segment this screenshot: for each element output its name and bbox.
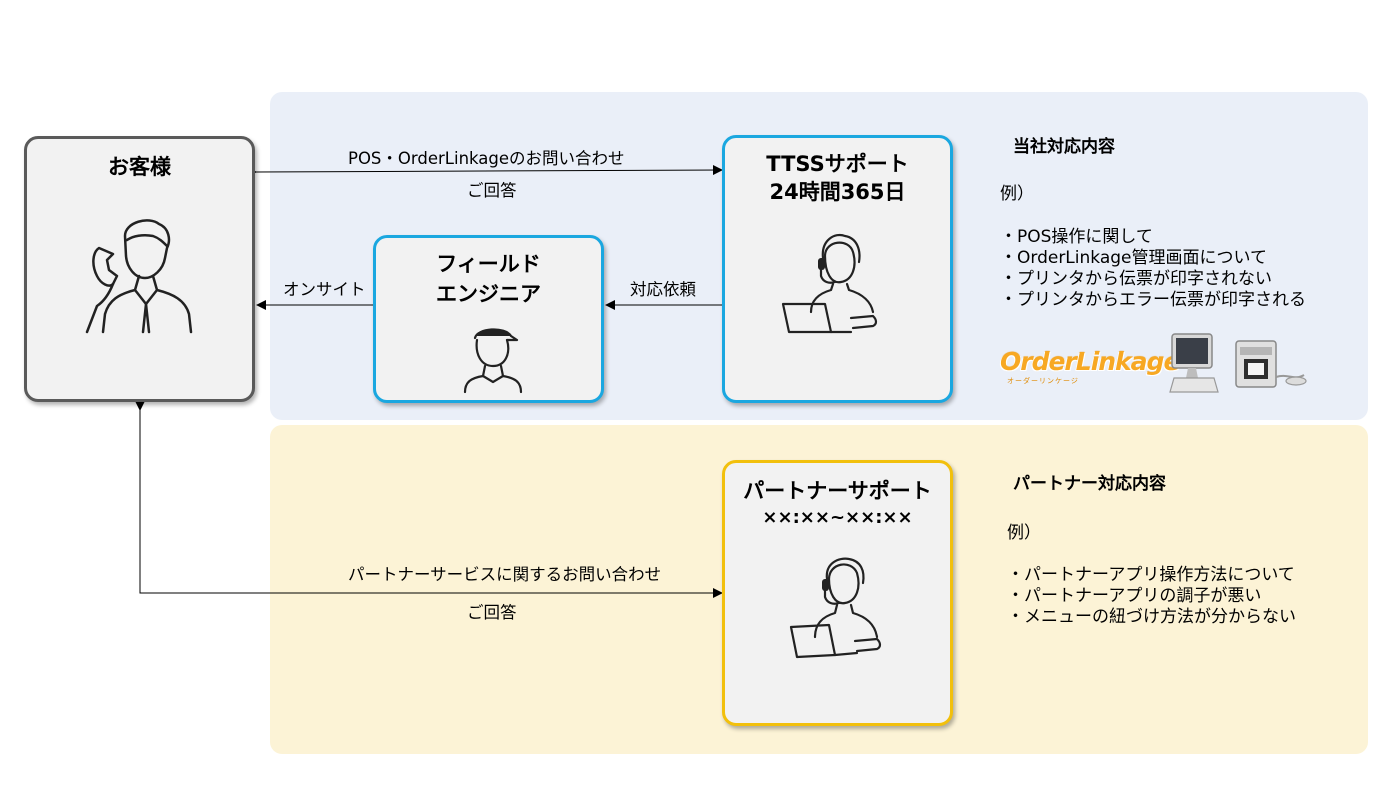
operator-headset-laptop-icon [781,233,878,334]
customer-node: お客様 [24,136,255,402]
operator-headset-laptop-icon [789,557,882,659]
dispatch-label: 対応依頼 [630,280,696,299]
customer-title: お客様 [108,155,171,179]
arrow-customer-ttss [246,165,723,178]
partner-title-line2: ××:××~××:×× [762,507,913,528]
partner-scope-list: ・パートナーアプリ操作方法について ・パートナーアプリの調子が悪い ・メニューの… [1007,565,1296,628]
list-item: ・OrderLinkage管理画面について [1000,248,1267,268]
list-item: ・メニューの紐づけ方法が分からない [1007,607,1296,627]
partner-inquiry-label: パートナーサービスに関するお問い合わせ [348,565,662,584]
our-scope-heading: 当社対応内容 [1013,137,1115,157]
partner-answer-label: ご回答 [467,603,517,622]
receipt-printer-icon [1235,340,1307,388]
partner-scope-example-label: 例） [1007,523,1041,543]
pos-inquiry-label: POS・OrderLinkageのお問い合わせ [348,149,625,168]
ttss-title-line1: TTSSサポート [766,152,909,176]
pos-terminal-icon [1169,333,1219,393]
list-item: ・パートナーアプリの調子が悪い [1007,586,1262,606]
field-engineer-title-line2: エンジニア [436,282,541,306]
partner-scope-heading: パートナー対応内容 [1013,474,1166,494]
partner-support-node: パートナーサポート ××:××~××:×× [722,460,953,726]
partner-title-line1: パートナーサポート [743,479,932,503]
field-engineer-node: フィールド エンジニア [373,235,604,403]
engineer-cap-person-icon [463,328,523,394]
our-scope-list: ・POS操作に関して ・OrderLinkage管理画面について ・プリンタから… [1000,227,1306,311]
customer-phone-person-icon [85,219,193,334]
list-item: ・POS操作に関して [1000,227,1153,247]
onsite-label: オンサイト [283,280,366,299]
list-item: ・プリンタから伝票が印字されない [1000,269,1272,289]
ttss-title-line2: 24時間365日 [769,180,906,204]
ttss-support-node: TTSSサポート 24時間365日 [722,135,953,403]
field-engineer-title-line1: フィールド [436,252,541,276]
orderlinkage-logo-subtext: オーダーリンケージ [1007,377,1079,385]
arrow-customer-partner [135,401,723,598]
orderlinkage-logo: OrderLinkage [1000,347,1180,376]
our-scope-example-label: 例） [1000,184,1034,204]
pos-answer-label: ご回答 [467,181,517,200]
list-item: ・パートナーアプリ操作方法について [1007,565,1295,585]
list-item: ・プリンタからエラー伝票が印字される [1000,290,1306,310]
